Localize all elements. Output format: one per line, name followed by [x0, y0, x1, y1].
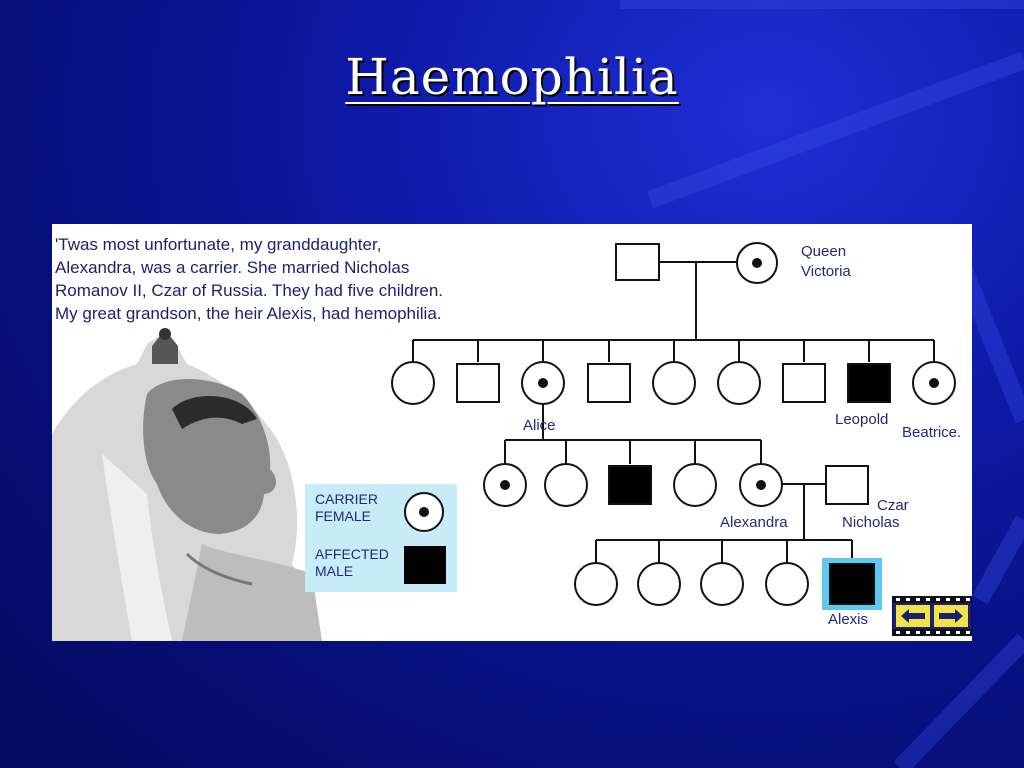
beatrice-label: Beatrice.	[902, 424, 961, 441]
legend-affected-label: AFFECTED MALE	[315, 546, 405, 580]
female-symbol	[391, 361, 435, 405]
female-symbol	[544, 463, 588, 507]
queen-label: Queen	[801, 243, 846, 260]
quote-line: Romanov II, Czar of Russia. They had fiv…	[55, 281, 444, 300]
legend: CARRIER FEMALE AFFECTED MALE	[305, 484, 457, 592]
alexis-label: Alexis	[828, 611, 868, 628]
film-strip-arrows-icon	[893, 597, 971, 635]
legend-affected-line: AFFECTED	[315, 546, 389, 562]
legend-carrier-label: CARRIER FEMALE	[315, 491, 405, 525]
female-symbol	[700, 562, 744, 606]
slide-title: Haemophilia	[0, 48, 1024, 106]
pedigree-chart: Queen Victoria Alice Leopold Beatrice. A…	[52, 242, 961, 641]
legend-affected-male-symbol	[404, 546, 446, 584]
film-nav-buttons[interactable]	[892, 596, 972, 636]
nicholas-label: Nicholas	[842, 514, 900, 531]
alexis-affected-male	[829, 563, 875, 605]
female-symbol	[717, 361, 761, 405]
female-symbol	[652, 361, 696, 405]
slide-title-text: Haemophilia	[345, 48, 679, 106]
affected-male-symbol	[608, 465, 652, 505]
legend-carrier-line: CARRIER	[315, 491, 379, 507]
leopold-label: Leopold	[835, 411, 888, 428]
legend-affected-line: MALE	[315, 563, 354, 579]
czar-nicholas-male	[825, 465, 869, 505]
alice-label: Alice	[523, 417, 556, 434]
leopold-affected-male	[847, 363, 891, 403]
queen-victoria-portrait	[52, 328, 322, 641]
female-symbol	[673, 463, 717, 507]
victoria-label: Victoria	[801, 263, 851, 280]
quote-line: My great grandson, the heir Alexis, had …	[55, 304, 442, 323]
female-symbol	[765, 562, 809, 606]
prince-albert-male	[615, 243, 660, 281]
quote-line: Alexandra, was a carrier. She married Ni…	[55, 258, 410, 277]
czar-label: Czar	[877, 497, 909, 514]
male-symbol	[782, 363, 826, 403]
alexandra-label: Alexandra	[720, 514, 788, 531]
male-symbol	[456, 363, 500, 403]
female-symbol	[637, 562, 681, 606]
legend-carrier-female-symbol	[404, 492, 444, 532]
female-symbol	[574, 562, 618, 606]
legend-carrier-line: FEMALE	[315, 508, 372, 524]
victoria-quote: 'Twas most unfortunate, my granddaughter…	[55, 233, 575, 325]
pedigree-panel: 'Twas most unfortunate, my granddaughter…	[52, 224, 972, 641]
male-symbol	[587, 363, 631, 403]
quote-line: 'Twas most unfortunate, my granddaughter…	[55, 235, 382, 254]
